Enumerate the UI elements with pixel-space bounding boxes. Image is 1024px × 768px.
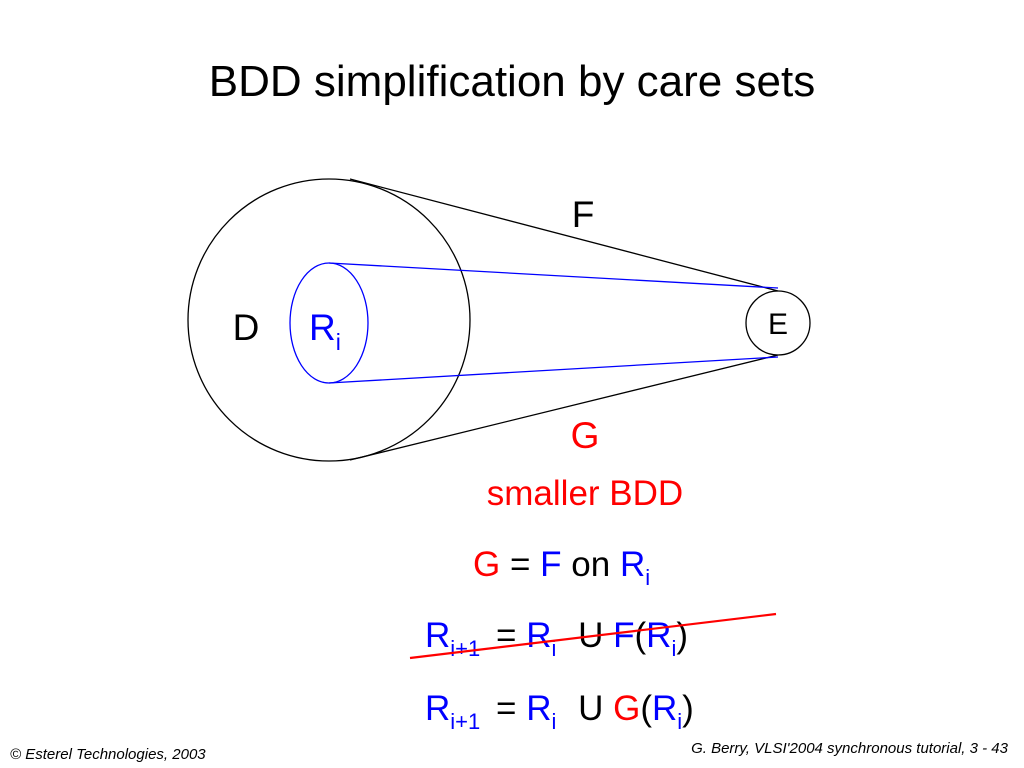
care-set-diagram — [187, 178, 811, 462]
f-lower-line — [349, 354, 779, 461]
reachable-label: Ri — [309, 307, 341, 355]
slide-title: BDD simplification by care sets — [209, 57, 815, 106]
g-upper-line — [328, 262, 779, 289]
domain-label: D — [233, 307, 260, 348]
g-caption: smaller BDD — [487, 474, 683, 513]
f2-rnext-sub: i+1 — [450, 636, 480, 661]
f2-rarg: R — [646, 616, 671, 655]
footer-copyright: © Esterel Technologies, 2003 — [10, 746, 206, 763]
f3-g: G — [613, 689, 640, 728]
f2-rnext: R — [425, 616, 450, 655]
footer-attribution: G. Berry, VLSI'2004 synchronous tutorial… — [691, 740, 1009, 757]
f2-open: ( — [635, 616, 647, 655]
target-label: E — [768, 308, 788, 341]
f3-rarg: R — [652, 689, 677, 728]
formula-g-equals-f-on-r: G = F on Ri — [473, 545, 650, 590]
f1-f: F — [540, 545, 561, 584]
f2-rarg-sub: i — [671, 636, 676, 661]
f3-rnext: R — [425, 689, 450, 728]
f1-on: on — [571, 545, 610, 584]
f2-f: F — [613, 616, 634, 655]
f-upper-line — [349, 178, 779, 292]
f3-union: U — [578, 689, 603, 728]
reachable-label-sub: i — [336, 329, 341, 355]
strikethrough-line — [409, 612, 777, 660]
f3-rnext-sub: i+1 — [450, 709, 480, 734]
f2-eq: = — [496, 616, 516, 655]
f3-close: ) — [682, 689, 694, 728]
f1-g: G — [473, 545, 500, 584]
f3-rarg-sub: i — [677, 709, 682, 734]
f3-eq: = — [496, 689, 516, 728]
f2-r-sub: i — [551, 636, 556, 661]
domain-circle — [187, 178, 471, 462]
f3-open: ( — [640, 689, 652, 728]
f1-r: R — [620, 545, 645, 584]
f3-r-sub: i — [551, 709, 556, 734]
g-label: G — [571, 415, 600, 456]
formula-with-g: Ri+1 = Ri U G(Ri) — [425, 689, 694, 737]
f1-eq: = — [510, 545, 530, 584]
f3-r: R — [526, 689, 551, 728]
f2-r: R — [526, 616, 551, 655]
f-label: F — [572, 194, 595, 235]
f2-close: ) — [676, 616, 688, 655]
reachable-label-main: R — [309, 307, 336, 348]
g-lower-line — [328, 356, 779, 384]
f1-r-sub: i — [645, 565, 650, 590]
